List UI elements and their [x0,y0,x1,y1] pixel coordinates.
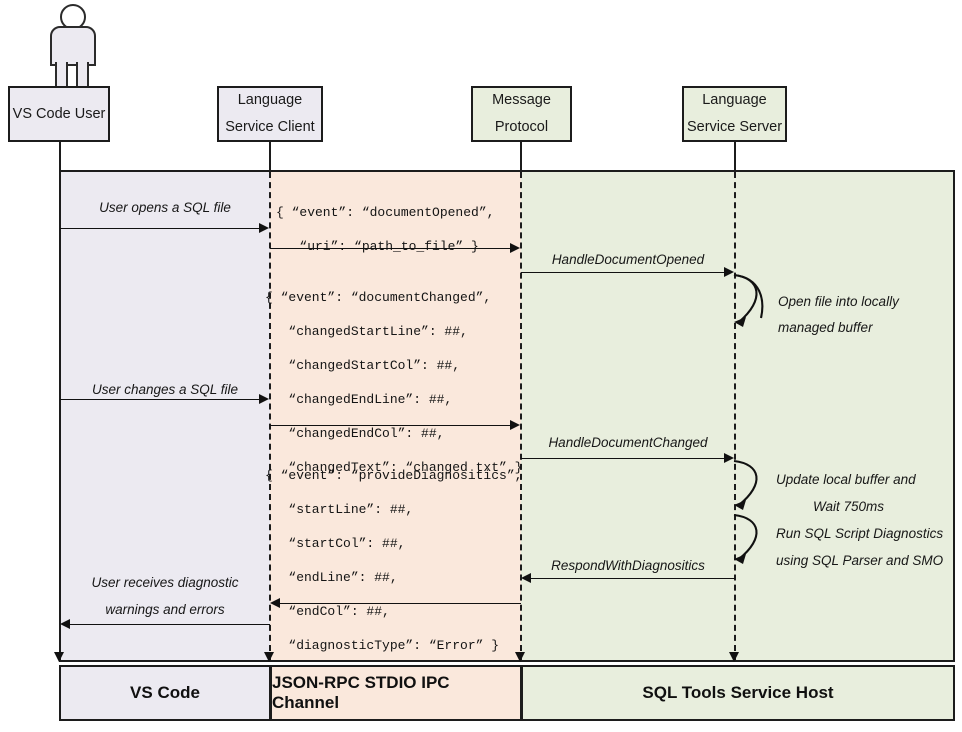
note-open-file-line1: Open file into locally [778,294,899,309]
lifeline-end-arrow-ls-client [264,652,274,662]
lifeline-ls-client [269,172,271,661]
note-update-buffer-line2: Wait 750ms [813,499,885,514]
participant-label-line1: Language [237,92,303,109]
message-label-handle-opened: HandleDocumentOpened [551,252,705,267]
message-arrowhead-handle-changed [724,453,734,463]
self-loop-open-file-icon [733,273,764,327]
participant-label-line1: Language [702,92,767,109]
message-arrowhead-handle-opened [724,267,734,277]
lifeline-vscode-user [59,172,61,661]
message-arrowhead-client-to-protocol-changed [510,420,520,430]
json-line: “diagnosticType”: “Error” } [265,638,500,653]
message-arrow-user-opens [60,228,260,229]
message-arrowhead-respond-diag [521,573,531,583]
json-line: “uri”: “path_to_file” } [276,239,479,254]
participant-box-ls-client[interactable]: Language Service Client [217,86,323,142]
json-payload-document-opened: { “event”: “documentOpened”, “uri”: “pat… [276,196,520,264]
json-line: “changedText”: “changed txt” } [265,460,523,475]
lifeline-ls-server [734,172,736,661]
message-arrowhead-protocol-to-client-diag [270,598,280,608]
json-payload-provide-diagnositics: { “event”: “provideDiagnositics”, “start… [265,459,523,663]
message-label-user-receives-line1: User receives diagnostic [91,575,239,590]
message-arrowhead-user-changes [259,394,269,404]
participant-label-line2: Protocol [494,119,549,135]
lifeline-end-arrow-ls-server [729,652,739,662]
lifeline-stub-ls-client [269,142,271,172]
person-icon [38,4,108,94]
participant-label-line2: Service Server [686,119,783,135]
lifeline-end-arrow-vscode-user [54,652,64,662]
json-line: “startLine”: ##, [265,502,414,517]
message-arrow-client-to-protocol-opened [270,248,511,249]
json-line: “endLine”: ##, [265,570,398,585]
lifeline-stub-ls-server [734,142,736,172]
json-line: { “event”: “documentOpened”, [276,205,495,220]
footer-band-ipc-channel: JSON-RPC STDIO IPC Channel [270,665,522,721]
message-arrow-handle-opened [521,272,725,273]
note-update-buffer-line1: Update local buffer and [776,472,916,487]
note-open-file-line2: managed buffer [778,320,873,335]
message-label-user-receives-line2: warnings and errors [105,602,225,617]
message-label-user-opens: User opens a SQL file [99,200,231,215]
message-arrow-handle-changed [521,458,725,459]
self-loop-run-diagnostics-icon [733,513,758,564]
message-arrow-respond-diag [531,578,735,579]
json-line: “changedStartCol”: ##, [265,358,461,373]
lifeline-stub-vscode-user [59,142,61,172]
message-arrow-protocol-to-client-diag [280,603,521,604]
participant-label-line1: Message [492,92,551,109]
message-arrowhead-user-opens [259,223,269,233]
message-arrow-user-changes [60,399,260,400]
band-ipc-channel [270,170,521,662]
json-line: “startCol”: ##, [265,536,406,551]
message-label-user-changes: User changes a SQL file [91,382,239,397]
lifeline-message-protocol [520,172,522,661]
band-service-host [521,170,955,662]
json-line: “changedStartLine”: ##, [265,324,468,339]
note-run-diagnostics-line2: using SQL Parser and SMO [776,553,944,568]
participant-label-line1: VS Code User [12,105,106,122]
json-line: { “event”: “documentChanged”, [265,290,492,305]
footer-label: SQL Tools Service Host [642,683,834,702]
json-payload-document-changed: { “event”: “documentChanged”, “changedSt… [265,281,523,485]
participant-box-vscode-user[interactable]: VS Code User [8,86,110,142]
footer-band-vscode: VS Code [59,665,271,721]
json-line: “changedEndCol”: ##, [265,426,445,441]
footer-label: VS Code [130,683,200,702]
lifeline-end-arrow-message-protocol [515,652,525,662]
footer-label: JSON-RPC STDIO IPC Channel [272,673,450,712]
participant-label-line2: Service Client [225,119,315,135]
message-arrowhead-client-to-protocol-opened [510,243,520,253]
note-run-diagnostics-line1: Run SQL Script Diagnostics [776,526,944,541]
message-arrow-user-receives [70,624,270,625]
json-line: { “event”: “provideDiagnositics”, [265,468,523,483]
message-label-respond-diag: RespondWithDiagnositics [551,558,705,573]
self-loop-update-buffer-icon [733,459,758,510]
message-arrowhead-user-receives [60,619,70,629]
participant-box-ls-server[interactable]: Language Service Server [682,86,787,142]
person-body-icon [50,26,96,66]
json-line: “endCol”: ##, [265,604,390,619]
footer-band-service-host: SQL Tools Service Host [521,665,955,721]
participant-box-message-protocol[interactable]: Message Protocol [471,86,572,142]
message-label-handle-changed: HandleDocumentChanged [548,435,708,450]
lifeline-stub-message-protocol [520,142,522,172]
json-line: “changedEndLine”: ##, [265,392,453,407]
message-arrow-client-to-protocol-changed [270,425,511,426]
